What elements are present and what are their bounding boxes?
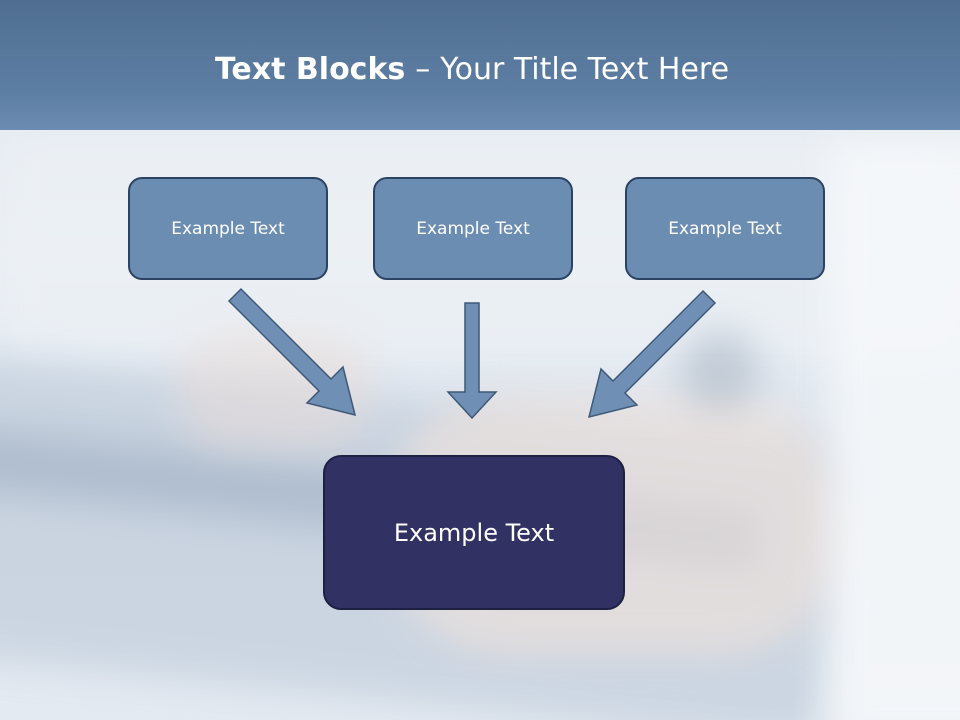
arrow-down	[446, 302, 498, 420]
background-sleeve	[830, 140, 960, 720]
text-block-main[interactable]: Example Text	[323, 455, 625, 610]
text-block-middle[interactable]: Example Text	[373, 177, 573, 280]
title-dash: –	[415, 52, 431, 87]
title-bold-part: Text Blocks	[214, 52, 406, 87]
slide-title: Text Blocks–Your Title Text Here	[0, 52, 944, 87]
text-block-right-label: Example Text	[668, 218, 782, 239]
background-stethoscope	[680, 330, 760, 410]
arrow-down-right	[227, 287, 357, 417]
arrow-down-left	[587, 289, 717, 419]
text-block-main-label: Example Text	[393, 518, 555, 547]
text-block-right[interactable]: Example Text	[625, 177, 825, 280]
title-text-part: Your Title Text Here	[440, 52, 730, 87]
title-banner: Text Blocks–Your Title Text Here	[0, 0, 960, 130]
text-block-left[interactable]: Example Text	[128, 177, 328, 280]
text-block-middle-label: Example Text	[416, 218, 530, 239]
text-block-left-label: Example Text	[171, 218, 285, 239]
